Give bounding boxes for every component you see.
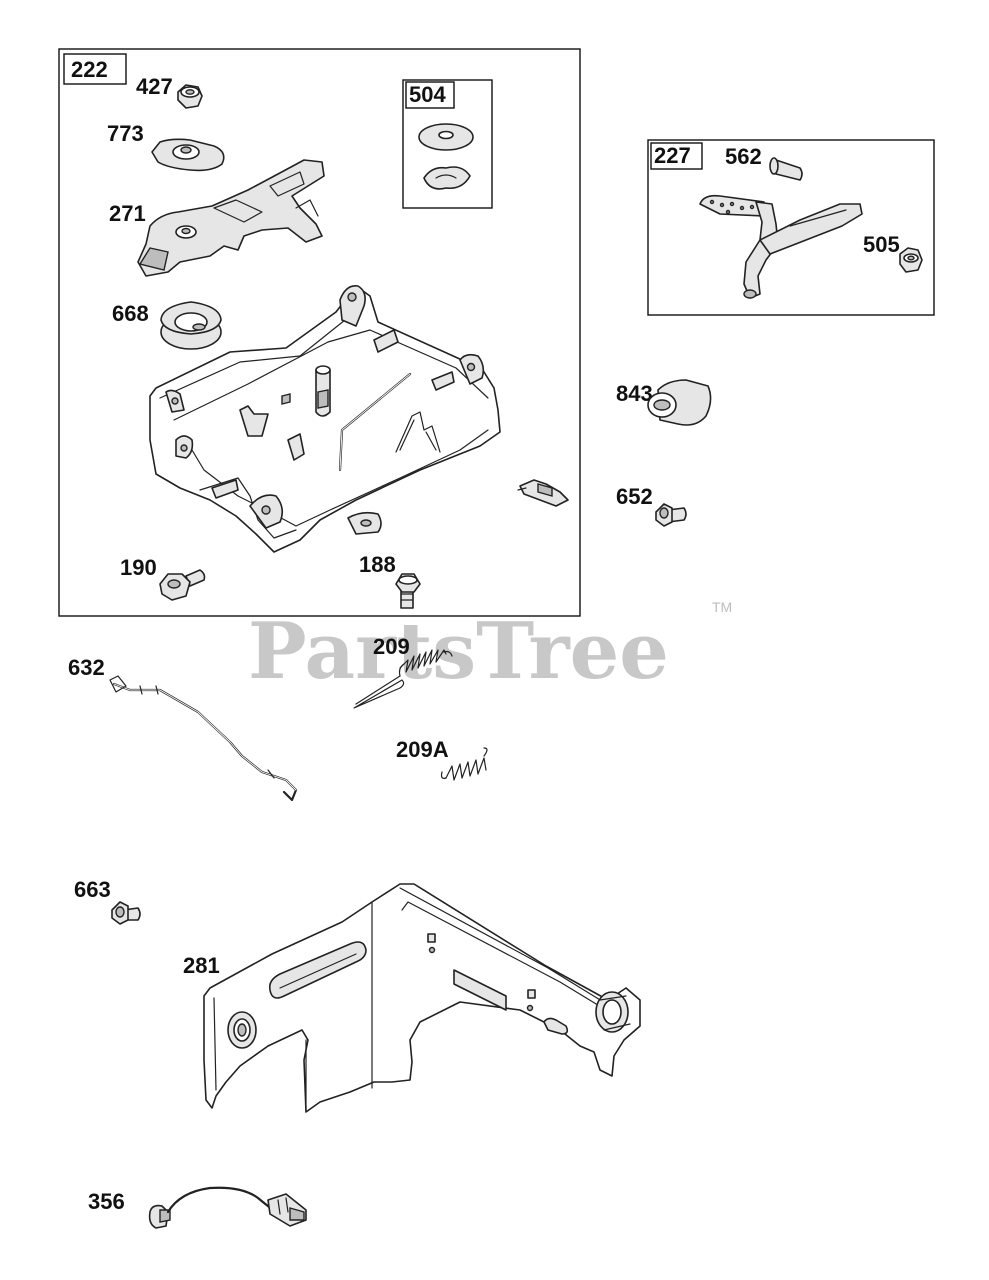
assembly-label-504[interactable]: 504 — [409, 82, 446, 107]
assembly-box-504-frame — [402, 79, 493, 209]
part-label-190[interactable]: 190 — [120, 555, 157, 580]
assembly-box-222[interactable]: 222 — [58, 48, 581, 617]
part-356-harness[interactable] — [148, 1186, 307, 1229]
main-bracket[interactable] — [149, 284, 501, 553]
part-663-screw[interactable] — [111, 901, 141, 925]
assembly-box-227-frame — [647, 139, 935, 316]
part-227-lever[interactable] — [699, 194, 863, 299]
assembly-label-227[interactable]: 227 — [654, 143, 691, 168]
part-label-668[interactable]: 668 — [112, 301, 149, 326]
part-label-652[interactable]: 652 — [616, 484, 653, 509]
part-668-bushing[interactable] — [160, 301, 222, 350]
assembly-box-504[interactable]: 504 — [402, 79, 493, 209]
assembly-box-227-tag — [650, 142, 703, 170]
part-190-bolt[interactable] — [159, 569, 206, 601]
part-label-562[interactable]: 562 — [725, 144, 762, 169]
part-label-843[interactable]: 843 — [616, 381, 653, 406]
part-652-screw[interactable] — [655, 503, 687, 527]
part-843-sleeve[interactable] — [647, 379, 712, 426]
assembly-box-504-tag — [405, 81, 455, 109]
part-427-nut[interactable] — [177, 84, 203, 109]
small-clip[interactable] — [517, 479, 569, 507]
assembly-box-222-tag — [63, 53, 127, 85]
part-271-lever[interactable] — [137, 159, 325, 277]
part-label-663[interactable]: 663 — [74, 877, 111, 902]
part-label-427[interactable]: 427 — [136, 74, 173, 99]
part-label-632[interactable]: 632 — [68, 655, 105, 680]
part-label-505[interactable]: 505 — [863, 232, 900, 257]
part-632-link[interactable] — [109, 675, 298, 802]
part-label-271[interactable]: 271 — [109, 201, 146, 226]
wave-washer-detail — [435, 174, 457, 179]
part-562-pin[interactable] — [769, 157, 803, 181]
watermark: PartsTree TM — [248, 599, 732, 697]
part-label-209[interactable]: 209 — [373, 634, 410, 659]
part-188-bolt[interactable] — [395, 573, 421, 609]
wave-washer-part[interactable] — [423, 166, 471, 190]
part-281-bracket[interactable] — [203, 883, 641, 1113]
part-209a-spring[interactable] — [440, 747, 488, 781]
part-label-773[interactable]: 773 — [107, 121, 144, 146]
watermark-tm: TM — [712, 599, 732, 615]
part-505-nut[interactable] — [899, 247, 923, 273]
assembly-box-227[interactable]: 227 — [647, 139, 935, 316]
assembly-box-222-frame — [58, 48, 581, 617]
part-label-188[interactable]: 188 — [359, 552, 396, 577]
part-label-356[interactable]: 356 — [88, 1189, 125, 1214]
part-773-plate[interactable] — [151, 138, 225, 172]
part-label-281[interactable]: 281 — [183, 953, 220, 978]
watermark-text: PartsTree — [248, 606, 669, 697]
part-209-spring[interactable] — [353, 649, 453, 709]
part-label-209a[interactable]: 209A — [396, 737, 449, 762]
washer-hole — [438, 130, 454, 140]
assembly-label-222[interactable]: 222 — [71, 57, 108, 82]
